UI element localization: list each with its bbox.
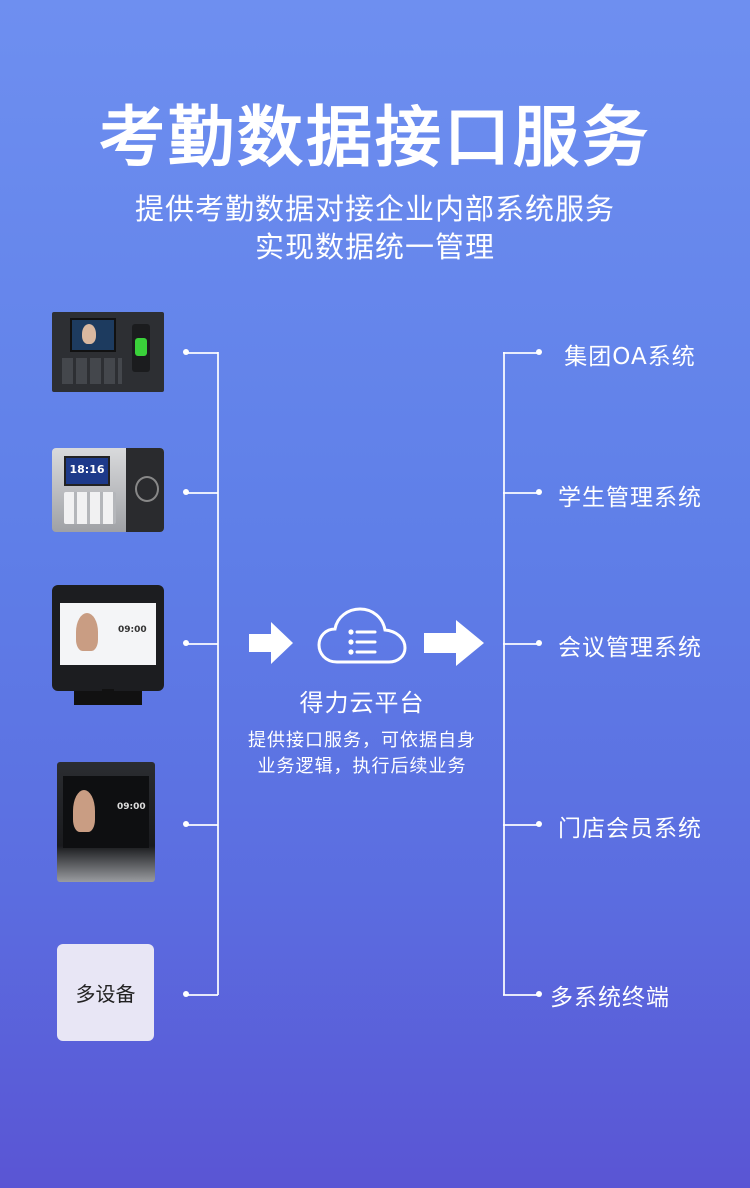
- system-label-multi-terminal: 多系统终端: [550, 985, 670, 1011]
- arrow-right-icon: [249, 622, 293, 664]
- device-screen: 09:00: [63, 776, 149, 848]
- left-connector-branch: [186, 492, 218, 494]
- right-connector-trunk: [503, 352, 505, 995]
- device-screen: 09:00: [60, 603, 156, 665]
- page-title: 考勤数据接口服务: [99, 99, 651, 176]
- left-connector-trunk: [217, 352, 219, 995]
- fingerprint-panel: [126, 448, 164, 532]
- attendance-device-face-stand: 09:00: [52, 585, 164, 711]
- system-label-meeting: 会议管理系统: [558, 635, 702, 661]
- left-connector-branch: [186, 352, 218, 354]
- right-connector-branch: [503, 352, 539, 354]
- connector-dot: [536, 640, 542, 646]
- connector-dot: [536, 349, 542, 355]
- connector-dot: [536, 991, 542, 997]
- system-label-oa: 集团OA系统: [564, 344, 696, 370]
- attendance-device-fingerprint-silver: 18:16: [52, 448, 164, 532]
- connector-dot: [183, 821, 189, 827]
- device-time: 09:00: [117, 802, 146, 812]
- face-photo: [76, 613, 98, 651]
- left-connector-branch: [186, 824, 218, 826]
- connector-dot: [183, 489, 189, 495]
- right-connector-branch: [503, 492, 539, 494]
- device-time: 18:16: [69, 463, 105, 476]
- device-time: 09:00: [118, 625, 147, 635]
- left-connector-branch: [186, 994, 218, 996]
- multi-device-card: 多设备: [57, 944, 154, 1041]
- device-screen: 18:16: [64, 456, 110, 486]
- system-label-store: 门店会员系统: [558, 816, 702, 842]
- device-body: 09:00: [52, 585, 164, 691]
- page-subtitle-line2: 实现数据统一管理: [254, 230, 495, 264]
- cloud-list-icon: [317, 607, 407, 664]
- fingerprint-scanner: [132, 324, 150, 372]
- platform-desc-line1: 提供接口服务，可依据自身: [248, 730, 476, 751]
- connector-dot: [536, 821, 542, 827]
- connector-dot: [536, 489, 542, 495]
- face-photo: [82, 324, 96, 344]
- right-connector-branch: [503, 994, 539, 996]
- system-label-student: 学生管理系统: [558, 485, 702, 511]
- connector-dot: [183, 640, 189, 646]
- arrow-right-icon: [424, 620, 484, 666]
- device-stand: [74, 689, 142, 705]
- connector-dot: [183, 991, 189, 997]
- face-photo: [73, 790, 95, 832]
- page-subtitle-line1: 提供考勤数据对接企业内部系统服务: [134, 192, 615, 226]
- platform-desc-line2: 业务逻辑，执行后续业务: [257, 756, 467, 777]
- attendance-device-face-wall: 09:00: [57, 762, 155, 882]
- right-connector-branch: [503, 824, 539, 826]
- device-screen: [70, 318, 116, 352]
- connector-dot: [183, 349, 189, 355]
- attendance-device-fingerprint-dark: [52, 312, 164, 392]
- platform-name: 得力云平台: [299, 689, 425, 717]
- left-connector-branch: [186, 643, 218, 645]
- device-keypad: [64, 492, 116, 524]
- device-keypad: [62, 358, 122, 384]
- right-connector-branch: [503, 643, 539, 645]
